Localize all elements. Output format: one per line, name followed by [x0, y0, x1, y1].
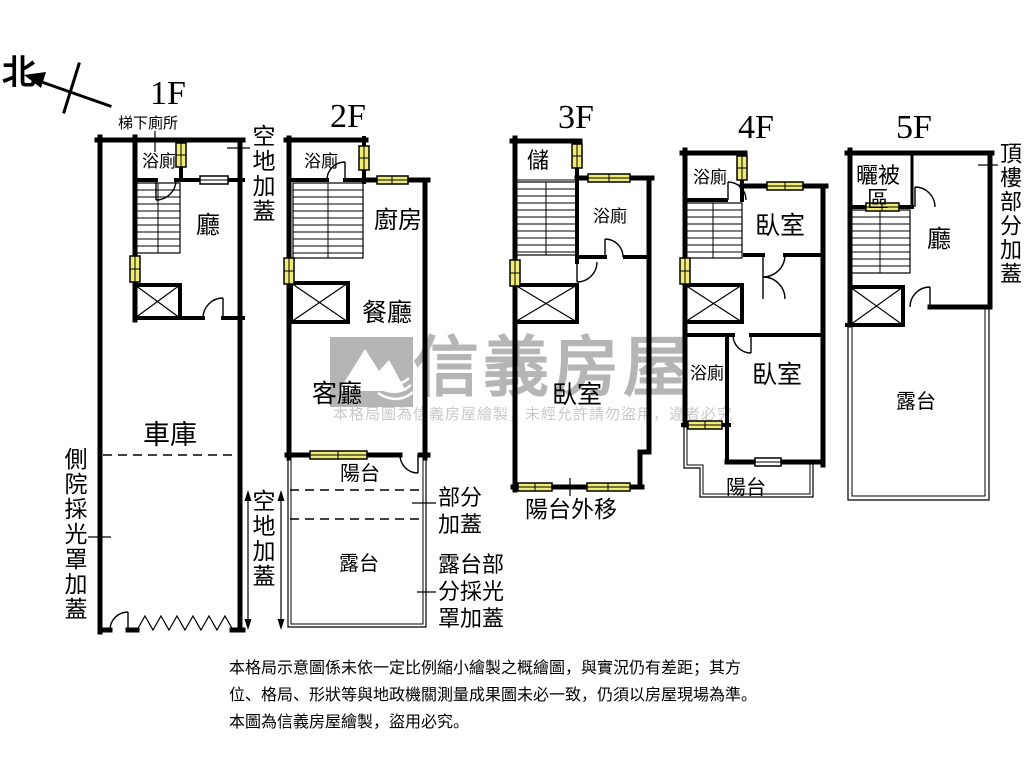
disclaimer-line-2: 位、格局、形狀等與地政機關測量成果圖未必一致，仍須以房屋現場為準。 — [229, 687, 758, 704]
note-side-yard-cover: 側院採光罩加蓋 — [61, 447, 86, 622]
label-quilt-line2: 區 — [867, 187, 889, 212]
label-bath-2f: 浴廁 — [304, 151, 338, 171]
disclaimer-line-3: 本圖為信義房屋繪製，盜用必究。 — [229, 714, 470, 731]
window — [736, 155, 748, 181]
window — [358, 145, 370, 171]
floor-title-5f: 5F — [896, 109, 932, 146]
floorplan-1f: 1F 梯下廁所 — [88, 75, 250, 635]
label-bedroom-4f-low: 臥室 — [752, 361, 802, 389]
label-dining: 餐廳 — [362, 299, 412, 327]
label-storage: 儲 — [527, 148, 549, 173]
window — [509, 259, 521, 287]
label-stair-toilet: 梯下廁所 — [118, 114, 178, 132]
window — [199, 175, 229, 185]
logo-mountain-icon — [339, 349, 406, 391]
floor-title-2f: 2F — [330, 98, 366, 135]
label-balcony-4f: 陽台 — [726, 476, 766, 499]
floorplan-2f: 2F — [283, 98, 504, 631]
label-garage: 車庫 — [143, 420, 197, 450]
dimension-lines — [244, 490, 285, 630]
watermark-notice-text: 本格局圖為信義房屋繪製，未經允許請勿盜用，違者必究 — [333, 407, 734, 423]
note-terrace-line3: 罩加蓋 — [438, 606, 504, 631]
note-partial-line1: 部分 — [438, 485, 482, 510]
watermark-brand-text: 信義房屋 — [413, 332, 693, 405]
window — [283, 257, 295, 285]
north-arrow: 北 — [2, 55, 112, 114]
label-terrace-2f: 露台 — [339, 552, 379, 575]
lightwell-2f — [289, 281, 350, 324]
label-hall-5f: 廳 — [927, 226, 951, 253]
window — [687, 420, 723, 430]
window — [129, 255, 141, 283]
lightwell-3f — [513, 283, 579, 324]
label-living: 客廳 — [312, 380, 362, 408]
note-partial-line2: 加蓋 — [438, 512, 482, 537]
north-label: 北 — [2, 55, 36, 92]
lightwell-5f — [848, 285, 905, 327]
label-bedroom-3f: 臥室 — [552, 381, 602, 409]
stairs-5f — [849, 209, 911, 274]
floor-title-1f: 1F — [150, 75, 186, 112]
label-bath-4f-low: 浴廁 — [690, 363, 724, 383]
window — [754, 457, 782, 467]
stairs-2f — [292, 182, 364, 259]
note-terrace-line2: 分採光 — [438, 579, 504, 604]
stairs-1f — [134, 182, 181, 254]
label-kitchen: 廚房 — [374, 207, 422, 234]
window — [376, 175, 409, 185]
floor-title-4f: 4F — [738, 109, 774, 146]
floorplan-3f: 3F — [509, 99, 655, 522]
sinyi-logo — [330, 337, 414, 407]
label-bedroom-4f-top: 臥室 — [755, 212, 805, 240]
note-balcony-moved: 陽台外移 — [525, 497, 617, 522]
stairs-3f — [514, 181, 578, 256]
window — [517, 482, 553, 492]
window — [766, 181, 804, 191]
floorplan-4f: 4F — [679, 109, 829, 499]
note-rooftop-cover: 頂樓部分加蓋 — [997, 142, 1022, 286]
floor-title-3f: 3F — [558, 99, 594, 136]
note-terrace-line1: 露台部 — [438, 552, 504, 577]
window — [587, 173, 631, 183]
stairs-4f — [684, 202, 743, 259]
label-hall-1f: 廳 — [196, 212, 220, 239]
window — [865, 202, 900, 212]
note-open-land-cover-1f: 空地加蓋 — [249, 124, 274, 224]
window — [586, 482, 631, 492]
lightwell-1f — [133, 283, 182, 320]
floorplan-5f: 5F — [844, 109, 998, 501]
window — [571, 143, 583, 169]
window — [175, 142, 187, 168]
label-bath-1f: 浴廁 — [142, 151, 176, 171]
label-bath-3f: 浴廁 — [593, 206, 627, 226]
lightwell-4f — [683, 283, 744, 324]
window — [309, 450, 368, 460]
label-terrace-5f: 露台 — [896, 390, 936, 413]
disclaimer-line-1: 本格局示意圖係未依一定比例縮小繪製之概繪圖，與實況仍有差距；其方 — [229, 660, 742, 677]
note-open-land-cover-2f: 空地加蓋 — [249, 489, 274, 589]
label-quilt-line1: 曬被 — [856, 163, 900, 188]
label-bath-4f-top: 浴廁 — [693, 167, 727, 187]
window — [679, 257, 691, 285]
label-balcony-2f: 陽台 — [340, 462, 380, 485]
